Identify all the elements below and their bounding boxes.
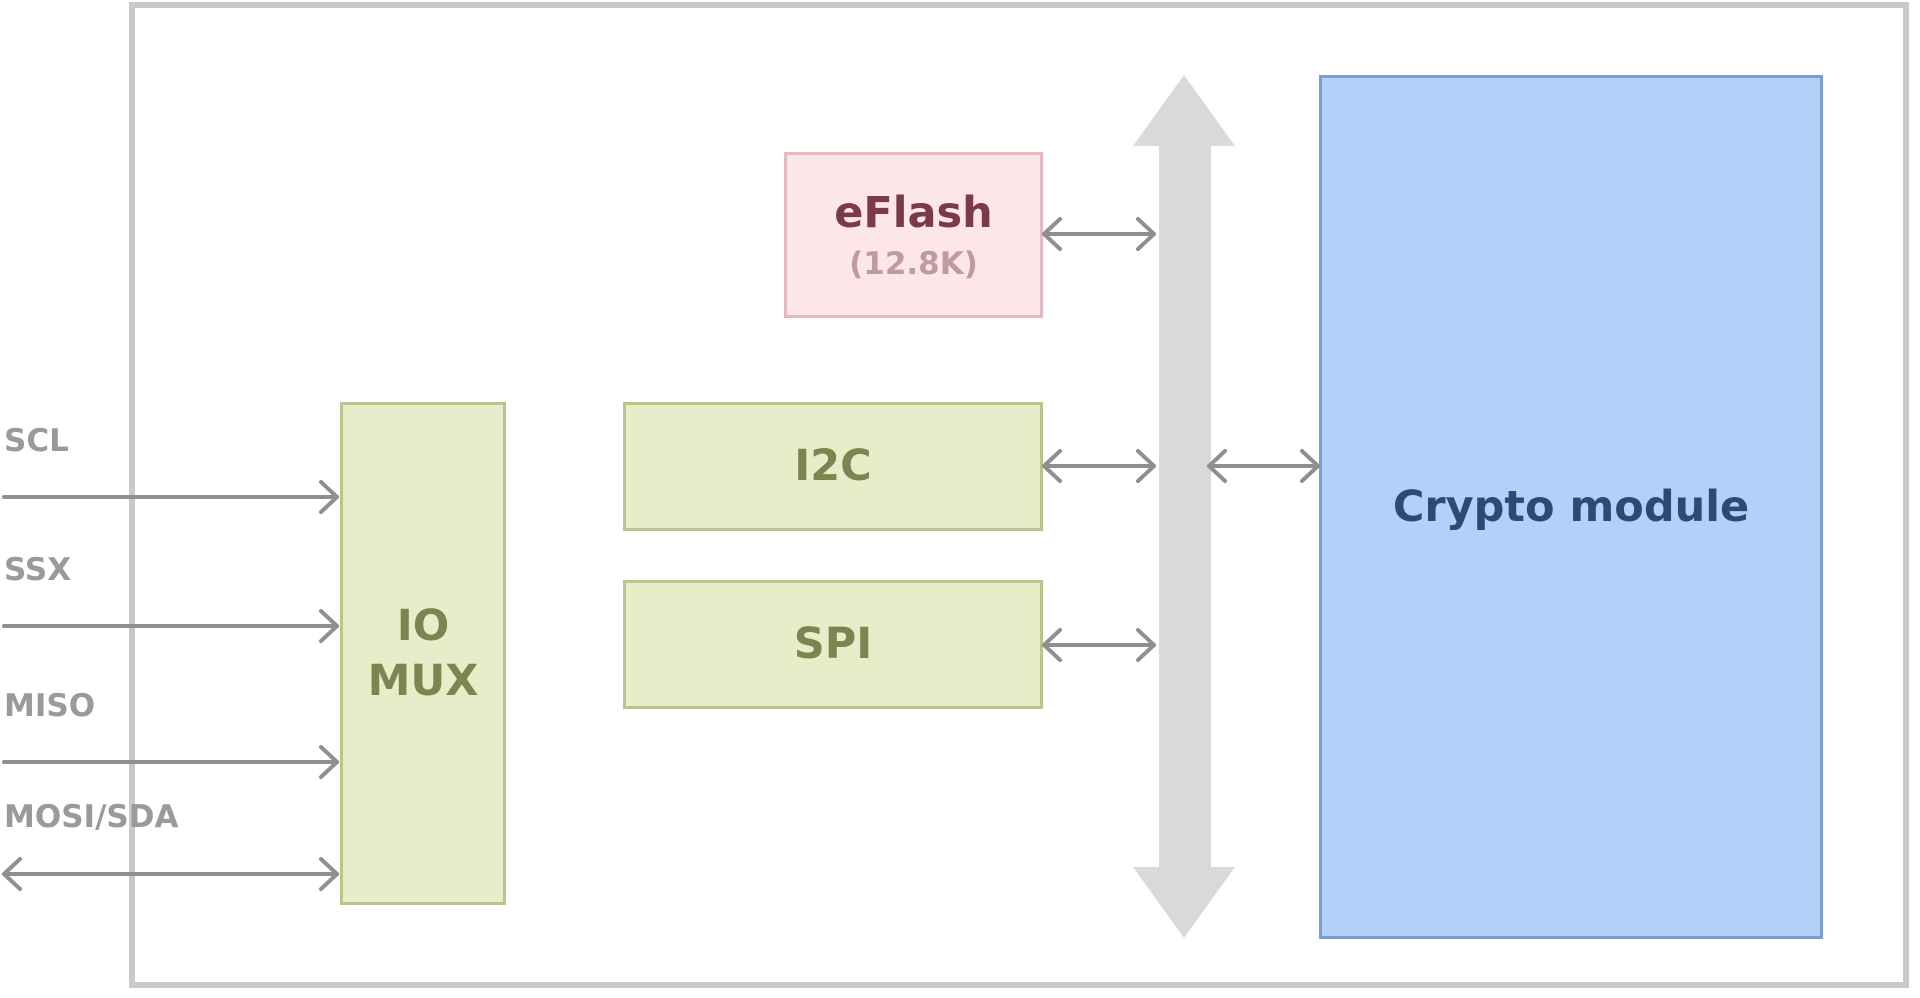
system-bus-arrow: [1133, 75, 1235, 938]
mosi-sda-double-arrow: [2, 857, 339, 891]
spi-label: SPI: [793, 619, 873, 670]
spi-bus-double-arrow: [1042, 628, 1156, 662]
eflash-title: eFlash: [834, 188, 993, 239]
ssx-arrow: [2, 609, 339, 643]
i2c-block: I2C: [623, 402, 1043, 531]
eflash-bus-double-arrow: [1042, 217, 1156, 251]
crypto-module-label: Crypto module: [1392, 482, 1750, 532]
bus-crypto-double-arrow: [1207, 449, 1320, 483]
io-mux-block: IO MUX: [340, 402, 506, 905]
i2c-label: I2C: [794, 441, 872, 492]
i2c-bus-double-arrow: [1042, 449, 1156, 483]
crypto-module-block: Crypto module: [1319, 75, 1823, 939]
io-mux-label-line1: IO: [396, 600, 450, 651]
scl-arrow: [2, 480, 339, 514]
spi-block: SPI: [623, 580, 1043, 709]
eflash-size: (12.8K): [849, 245, 978, 282]
eflash-block: eFlash (12.8K): [784, 152, 1043, 318]
pin-label-scl: SCL: [4, 423, 69, 459]
pin-label-ssx: SSX: [4, 552, 72, 588]
io-mux-label-line2: MUX: [367, 655, 479, 706]
pin-label-miso: MISO: [4, 688, 96, 724]
pin-label-mosi-sda: MOSI/SDA: [4, 799, 179, 835]
miso-arrow: [2, 745, 339, 779]
